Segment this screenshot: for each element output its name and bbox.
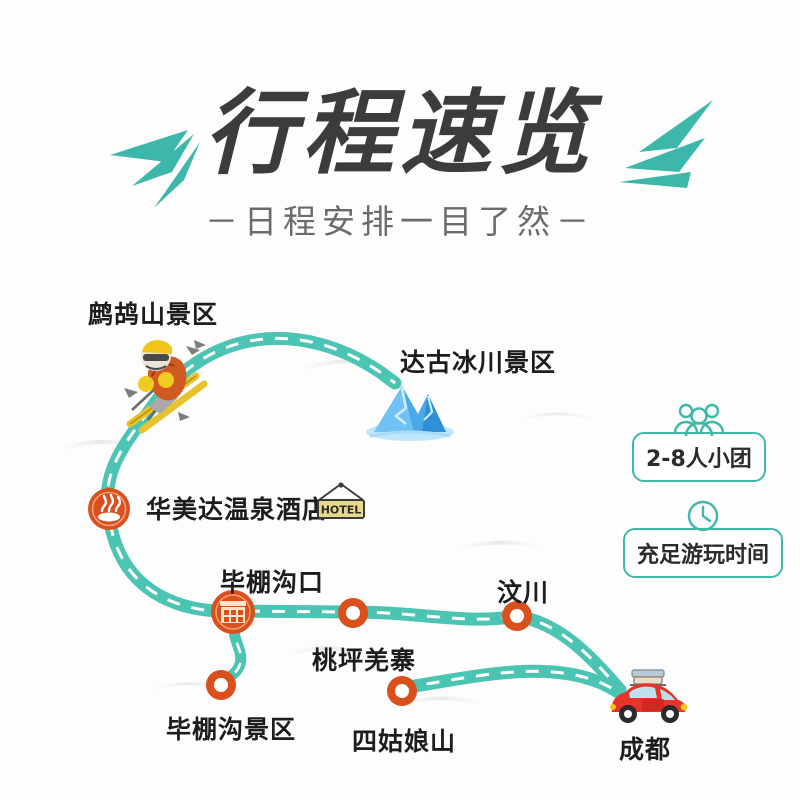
- route-map: 鹧鸪山景区 达古冰川景区: [0, 250, 800, 800]
- stop-label-zhegushan: 鹧鸪山景区: [88, 300, 219, 329]
- car-icon: [604, 668, 692, 735]
- page-subtitle: －日程安排一目了然－: [205, 202, 595, 241]
- ring-marker-icon: [204, 668, 238, 707]
- feature-badge-play-time: 充足游玩时间: [623, 500, 784, 578]
- hot-spring-icon: [86, 486, 132, 537]
- stop-label-bipenggou-kou: 毕棚沟口: [220, 568, 325, 597]
- ring-marker-icon: [336, 596, 370, 635]
- rays-burst-right-icon: [595, 90, 715, 215]
- road-branch-siguniang: [395, 664, 625, 699]
- stop-label-dagu-glacier: 达古冰川景区: [400, 348, 557, 377]
- skier-icon: [108, 328, 218, 443]
- stop-label-wenchuan: 汶川: [497, 578, 550, 607]
- stop-label-taoping: 桃坪羌寨: [312, 646, 417, 675]
- group-people-icon: [670, 402, 728, 441]
- feature-badge-small-group: 2-8人小团: [632, 403, 766, 482]
- rays-burst-left-icon: [110, 100, 230, 215]
- page-title: 行程速览: [203, 80, 596, 187]
- feature-label-small-group: 2-8人小团: [632, 432, 766, 482]
- gate-building-icon: [209, 588, 257, 641]
- clock-icon: [683, 498, 723, 537]
- hotel-sign-icon: HOTEL: [313, 480, 369, 531]
- ring-marker-icon: [500, 599, 534, 638]
- header: 行程速览 －日程安排一目了然－: [0, 40, 800, 241]
- stop-label-chengdu: 成都: [619, 735, 672, 764]
- stop-label-ramada-hotel: 华美达温泉酒店: [146, 495, 329, 524]
- stop-label-bipenggou-scenic: 毕棚沟景区: [166, 715, 297, 744]
- glacier-icon: [362, 368, 458, 449]
- stop-label-siguniang: 四姑娘山: [352, 727, 457, 756]
- feature-label-play-time: 充足游玩时间: [623, 528, 784, 578]
- ring-marker-icon: [385, 674, 419, 713]
- svg-text:HOTEL: HOTEL: [321, 504, 362, 517]
